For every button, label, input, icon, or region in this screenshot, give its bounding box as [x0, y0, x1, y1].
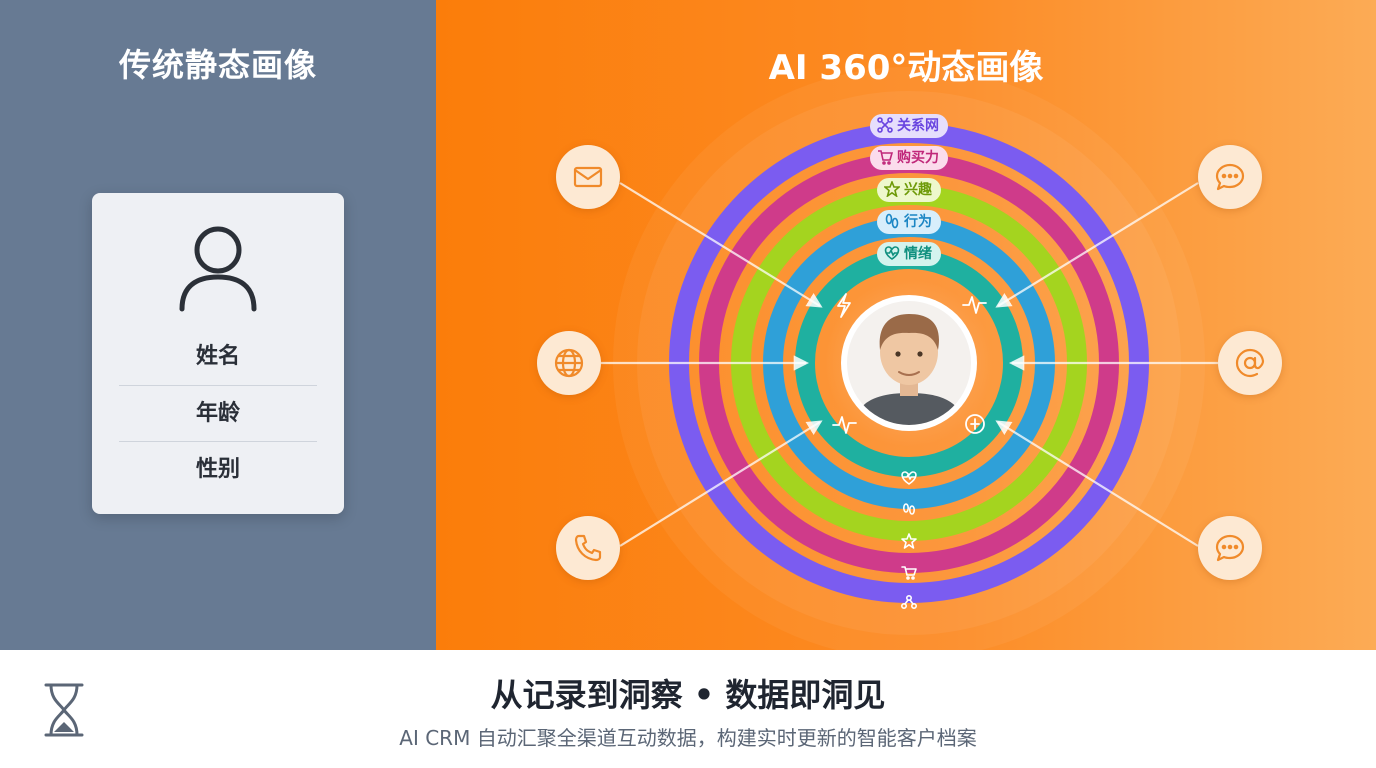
field-name: 姓名: [195, 344, 240, 369]
network-icon: [901, 595, 918, 610]
arrow-phone: [619, 420, 823, 547]
globe-icon: [554, 348, 584, 378]
network-icon: [877, 117, 893, 133]
arrow-email: [619, 182, 823, 308]
arrow-chat: [995, 182, 1199, 308]
at-channel: [1218, 331, 1282, 395]
dynamic-profile-title: AI 360°动态画像: [768, 48, 1044, 88]
static-profile-title: 传统静态画像: [118, 46, 317, 84]
star-icon: [901, 533, 917, 549]
ring-label-relationship: 关系网: [870, 114, 948, 138]
dynamic-profile-panel: AI 360°动态画像: [436, 0, 1376, 650]
profile-card: 姓名 年龄 性别: [92, 193, 344, 514]
pulse-wave-icon: [832, 416, 857, 434]
field-gender: 性别: [119, 441, 317, 498]
lightning-icon: [837, 293, 851, 318]
ring-label-interest: 兴趣: [877, 178, 941, 202]
phone-channel: [556, 516, 620, 580]
phone-icon: [574, 534, 602, 562]
chat-channel: [1198, 145, 1262, 209]
pulse-wave-icon: [962, 296, 987, 314]
caption-subtitle: AI CRM 自动汇聚全渠道互动数据，构建实时更新的智能客户档案: [399, 726, 977, 750]
ring-label-behavior: 行为: [877, 210, 941, 234]
field-age: 年龄: [119, 385, 317, 442]
arrow-message: [995, 420, 1199, 547]
web-channel: [537, 331, 601, 395]
at-sign-icon: [1235, 348, 1265, 378]
message-channel: [1198, 516, 1262, 580]
heart-pulse-icon: [901, 471, 917, 485]
chat-icon: [1215, 534, 1245, 562]
caption-title: 从记录到洞察 • 数据即洞见: [490, 676, 886, 714]
ring-label-purchasing-power: 购买力: [870, 146, 948, 170]
hourglass-icon: [44, 683, 84, 737]
cart-icon: [901, 566, 917, 580]
email-channel: [556, 145, 620, 209]
ring-label-emotion: 情绪: [877, 242, 941, 266]
customer-avatar: [841, 295, 977, 431]
chat-icon: [1215, 163, 1245, 191]
user-icon: [179, 226, 257, 312]
footprints-icon: [903, 503, 916, 515]
currency-icon: [965, 414, 985, 434]
star-icon: [884, 181, 900, 197]
caption-bar: [0, 650, 1376, 768]
mail-icon: [573, 166, 603, 188]
footprints-icon: [885, 213, 899, 229]
heart-pulse-icon: [884, 246, 900, 260]
cart-icon: [878, 150, 893, 165]
static-profile-panel: 传统静态画像 姓名 年龄 性别: [0, 0, 436, 650]
